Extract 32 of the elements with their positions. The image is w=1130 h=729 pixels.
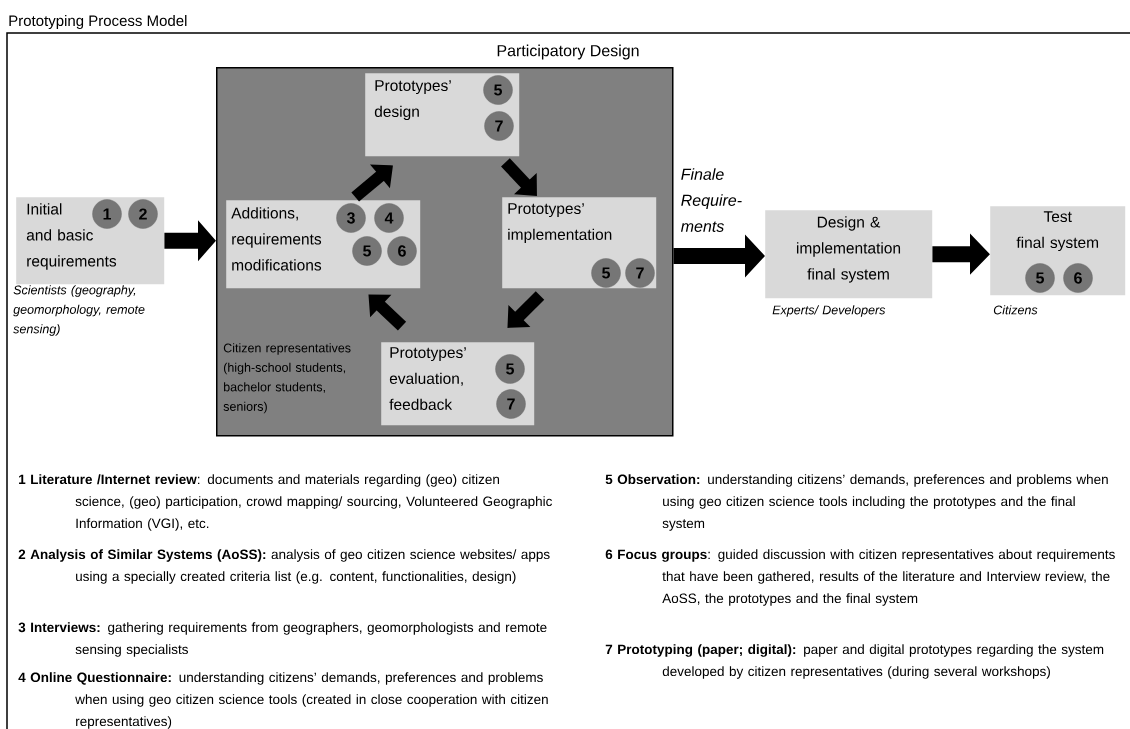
number-badge: 5	[1025, 263, 1055, 293]
caption-text: Scientists (geography, geomorphology, remote sensing)	[13, 285, 145, 336]
number-badge: 5	[352, 236, 382, 266]
caption-text: Citizens	[993, 305, 1038, 315]
number-badge: 1	[92, 199, 122, 229]
node-label: Participatory Design	[497, 44, 639, 60]
number-badge: 3	[336, 203, 366, 233]
note-text: 2 Analysis of Similar Systems (AoSS): analysis of geo citizen science websites/ apps using a specially created criteria list (e.g. content, functionalities, design)	[18, 549, 550, 584]
number-badge: 6	[1063, 263, 1093, 293]
number-badge: 5	[483, 75, 513, 105]
block-arrow	[507, 291, 545, 328]
block-arrow	[351, 164, 393, 202]
process-box: Design & implementation final system	[765, 210, 933, 299]
caption-text: Experts/ Developers	[772, 305, 886, 317]
number-badge: 5	[591, 258, 621, 288]
note-text: 4 Online Questionnaire: understanding citizens’ demands, preferences and problems when using geo citizen science tools (created in close cooperation with citizen representatives)	[18, 672, 548, 729]
title: Prototyping Process Model	[9, 15, 187, 29]
note-text: 5 Observation: understanding citizens’ demands, preferences and problems when using geo citizen science tools including the prototypes and the final system	[605, 474, 1108, 531]
note-text: 3 Interviews: gathering requirements from geographers, geomorphologists and remote sensing specialists	[18, 622, 547, 657]
note-text: 7 Prototyping (paper; digital): paper and digital prototypes regarding the system developed by citizen representatives (during several workshops)	[605, 644, 1104, 679]
number-badge: 2	[128, 199, 158, 229]
number-badge: 7	[496, 389, 526, 419]
block-arrow	[501, 158, 537, 196]
number-badge: 6	[387, 236, 417, 266]
block-arrow	[368, 294, 407, 331]
number-badge: 5	[495, 354, 525, 384]
number-badge: 4	[374, 203, 404, 233]
number-badge: 7	[484, 111, 514, 141]
note-text: 6 Focus groups: guided discussion with citizen representatives about requirements that have been gathered, results of the literature and Interview review, the AoSS, the prototypes and the final system	[605, 549, 1115, 606]
edge-label: Finale Require-ments	[680, 168, 742, 232]
note-text: 1 Literature /Internet review: documents and materials regarding (geo) citizen science, (geo) participation, crowd mapping/ sourcing, Volunteered Geographic Information (VGI), etc.	[19, 474, 552, 531]
number-badge: 7	[625, 258, 655, 288]
